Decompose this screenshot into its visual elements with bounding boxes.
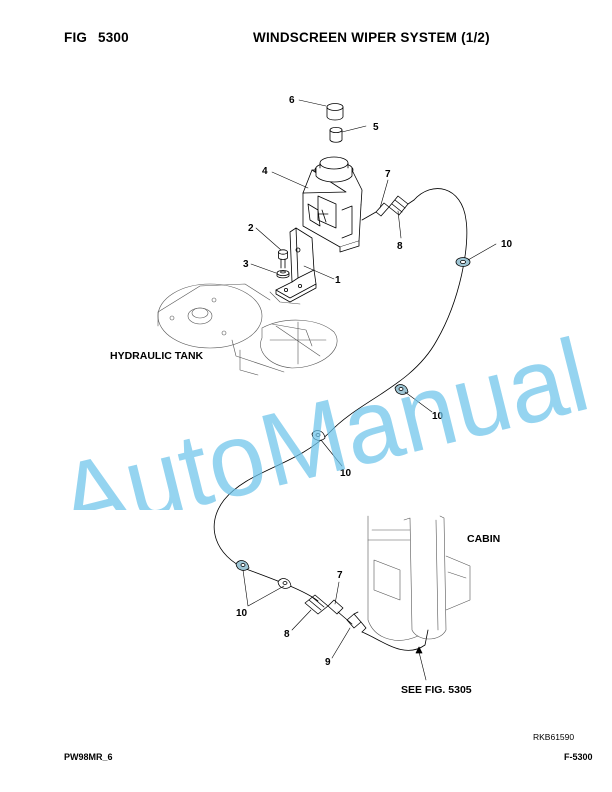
see-fig-reference: SEE FIG. 5305 (401, 684, 472, 696)
hydraulic-tank-label: HYDRAULIC TANK (110, 350, 204, 362)
washer-hose (213, 188, 468, 651)
callout-10-b: 10 (432, 411, 444, 422)
hydraulic-tank-drawing (157, 283, 338, 376)
valve-part-8-top (388, 195, 415, 216)
nozzle-part-9 (346, 611, 367, 633)
callout-2: 2 (248, 223, 254, 234)
hose-clip-10-c (311, 430, 326, 441)
page-title: WINDSCREEN WIPER SYSTEM (1/2) (253, 30, 490, 45)
cabin-label: CABIN (467, 533, 500, 545)
drawing-reference-code: RKB61590 (533, 732, 575, 742)
hose-clip-10-a (455, 257, 471, 267)
callout-10-c: 10 (340, 468, 352, 479)
washer-part-3 (276, 269, 290, 279)
callout-7-top: 7 (385, 169, 391, 180)
callout-9: 9 (325, 657, 331, 668)
hose-clip-10-d (235, 560, 250, 571)
callout-6: 6 (289, 95, 295, 106)
see-fig-arrowhead (415, 646, 423, 654)
callout-1: 1 (335, 275, 341, 286)
callout-leaders (242, 99, 497, 681)
tube-connector-part-7-bottom (327, 599, 344, 615)
figure-label: FIG (64, 30, 88, 45)
callout-10-d: 10 (236, 608, 248, 619)
callout-4: 4 (262, 166, 268, 177)
cabin-drawing (367, 515, 471, 641)
callout-7-bottom: 7 (337, 570, 343, 581)
hose-clip-10-e (277, 578, 292, 589)
strainer-part-5 (329, 127, 343, 143)
figure-number: 5300 (98, 30, 129, 45)
callout-8-bottom: 8 (284, 629, 290, 640)
callout-10-a: 10 (501, 239, 513, 250)
callout-3: 3 (243, 259, 249, 270)
footer-document-code: PW98MR_6 (64, 752, 113, 762)
callout-numbers: 6 5 4 2 3 1 7 8 10 10 10 10 7 8 9 (236, 95, 513, 668)
callout-8-top: 8 (397, 241, 403, 252)
bolt-part-2 (278, 249, 288, 269)
callout-5: 5 (373, 122, 379, 133)
tube-connector-part-7-top (361, 202, 390, 221)
washer-reservoir-part-4 (302, 156, 363, 253)
bracket-part-1 (275, 227, 317, 303)
reservoir-cap-part-6 (326, 103, 344, 121)
footer-page-number: F-5300 (564, 752, 593, 762)
valve-part-8-bottom (304, 594, 329, 615)
